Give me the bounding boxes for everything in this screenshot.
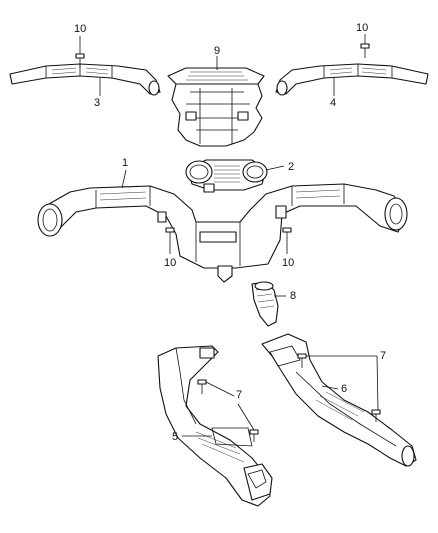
callout-2: 2 <box>288 161 294 173</box>
callout-10-top-left: 10 <box>74 23 86 35</box>
part-9-center-defrost-duct <box>167 67 265 147</box>
part-2-center-outlet <box>185 159 268 193</box>
callout-10-mid-left: 10 <box>164 257 176 269</box>
callout-6: 6 <box>341 383 347 395</box>
callout-10-top-right: 10 <box>356 22 368 34</box>
callout-labels: 10 10 9 3 4 1 2 10 10 8 7 7 6 5 <box>74 22 386 443</box>
callout-8: 8 <box>290 290 296 302</box>
callout-3: 3 <box>94 97 100 109</box>
part-1-main-panel-duct <box>37 183 408 283</box>
callout-10-mid-right: 10 <box>282 257 294 269</box>
callout-1: 1 <box>122 157 128 169</box>
callout-7-left: 7 <box>236 389 242 401</box>
screw-10-top-left <box>75 53 85 68</box>
callout-4: 4 <box>330 97 336 109</box>
fastener-screws <box>75 43 381 442</box>
callout-5: 5 <box>172 431 178 443</box>
part-6-right-floor-duct <box>261 333 417 467</box>
part-4-right-defrost-duct <box>275 63 429 96</box>
screw-7-right-b <box>371 409 381 422</box>
screw-10-top-right <box>360 43 370 58</box>
part-8-floor-adapter <box>251 281 279 327</box>
part-3-left-defrost-duct <box>9 63 161 96</box>
callout-7-right: 7 <box>380 350 386 362</box>
leader-lines <box>79 34 379 437</box>
screw-7-left-a <box>197 379 207 394</box>
part-5-left-floor-duct <box>157 345 273 507</box>
screw-10-mid-right <box>282 227 292 242</box>
callout-9: 9 <box>214 45 220 57</box>
screw-7-left-b <box>249 429 259 442</box>
screw-7-right-a <box>297 353 307 368</box>
screw-10-mid-left <box>165 227 175 242</box>
